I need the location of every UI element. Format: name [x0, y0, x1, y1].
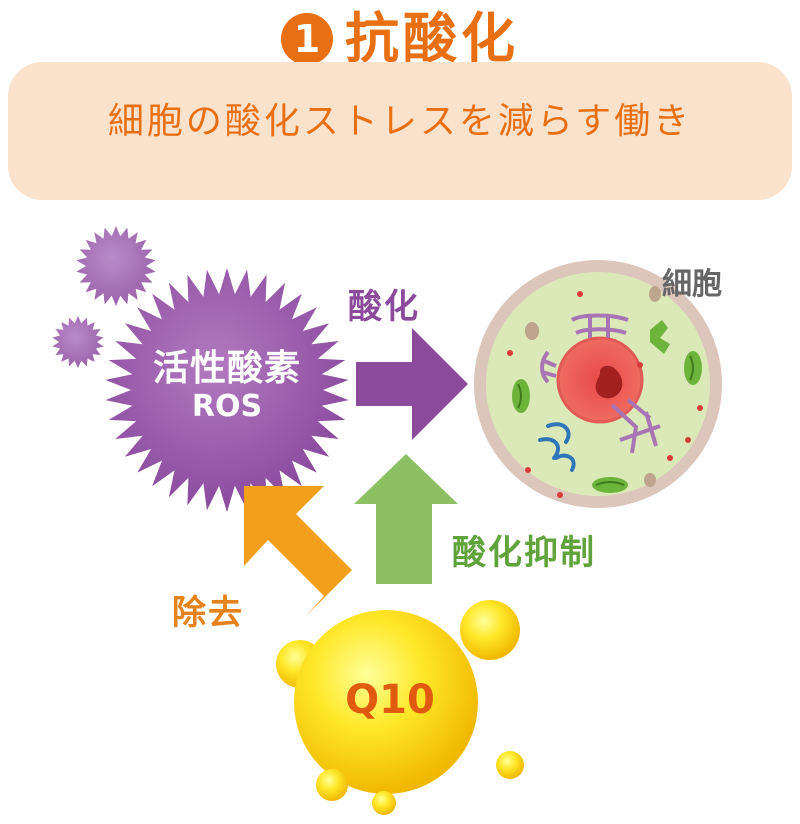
ros-label-en: ROS [191, 389, 263, 425]
oxidation-arrow [356, 328, 468, 440]
oxidation-label: 酸化 [348, 287, 420, 327]
cell-illustration [474, 260, 722, 508]
subtitle-band [8, 62, 792, 200]
ros-small-star-2 [52, 316, 104, 368]
oxidation-inhibit-label: 酸化抑制 [452, 533, 596, 573]
ros-small-star-1 [76, 226, 156, 306]
heading: 1 抗酸化 [0, 4, 800, 74]
q10-molecule [276, 600, 524, 815]
removal-label: 除去 [172, 593, 244, 633]
removal-arrow [244, 486, 352, 616]
ros-main-star [105, 268, 349, 512]
cell-label: 細胞 [662, 267, 722, 302]
subtitle-text: 細胞の酸化ストレスを減らす働き [107, 101, 693, 142]
ros-label: 活性酸素 ROS [120, 348, 334, 425]
ros-label-jp: 活性酸素 [152, 348, 301, 389]
q10-label: Q10 [345, 677, 435, 723]
page-title: 抗酸化 [345, 7, 519, 70]
oxidation-inhibit-arrow [354, 454, 458, 584]
step-number-badge: 1 [281, 13, 333, 65]
